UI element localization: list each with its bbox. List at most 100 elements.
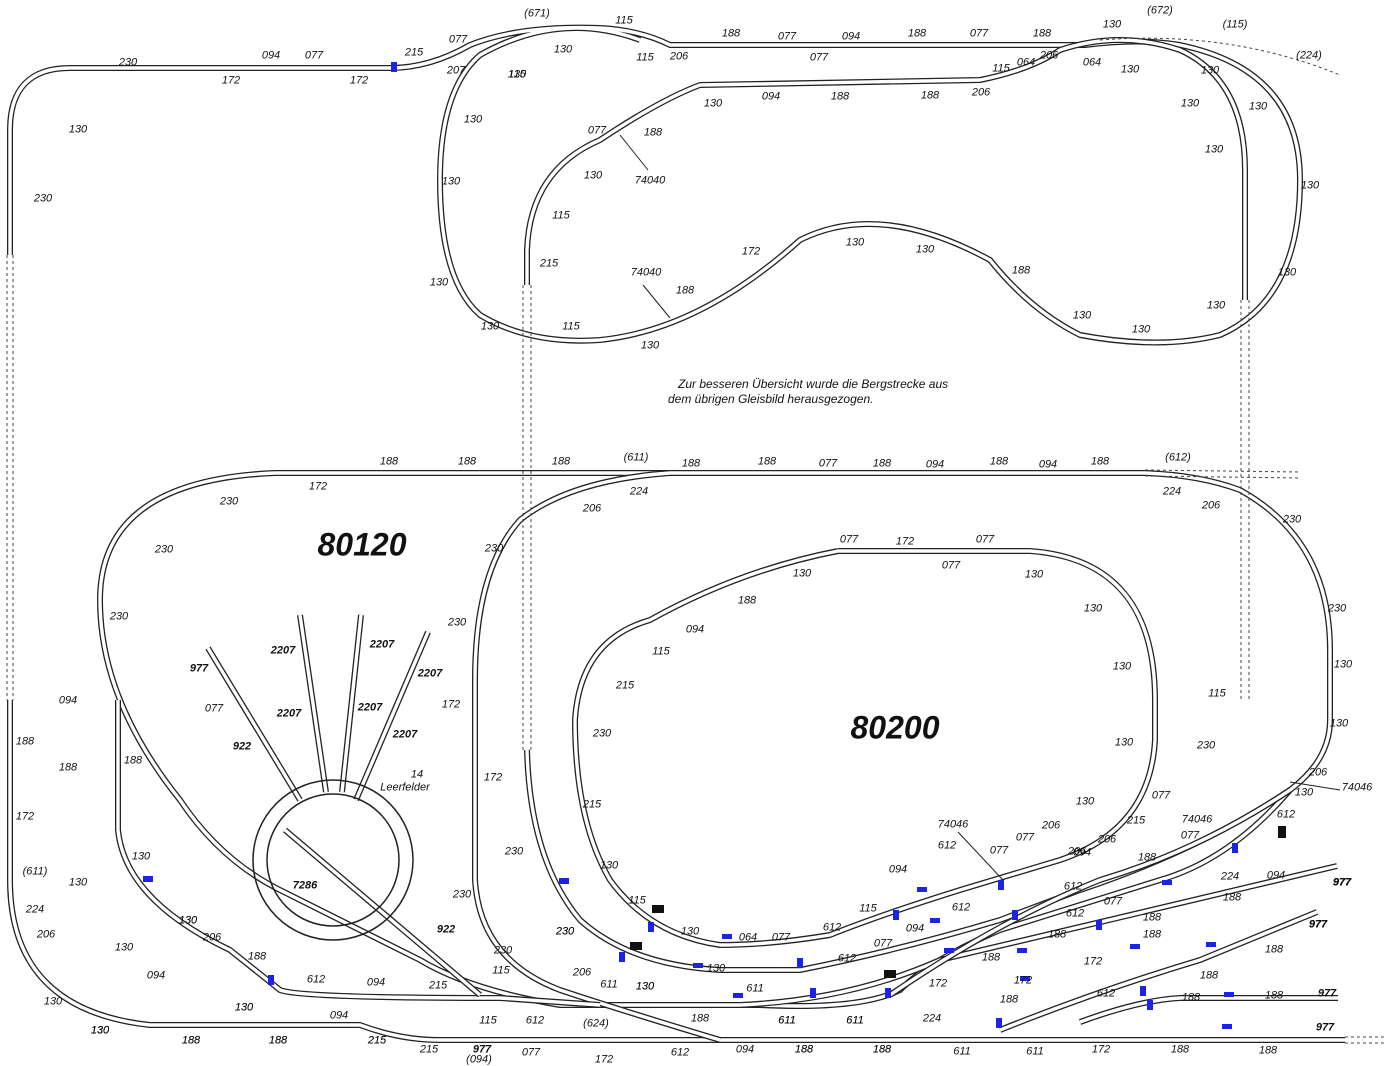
track-piece-label: 130 [703, 97, 723, 110]
track-piece-label: 188 [1032, 27, 1052, 40]
track-piece-label: 130 [1204, 143, 1224, 156]
track-piece-label: 612 [1063, 880, 1083, 893]
track-piece-label: 188 [643, 126, 663, 139]
track-piece-label: 224 [1162, 485, 1182, 498]
track-piece-label: 224 [922, 1012, 942, 1025]
track-piece-label: 130 [640, 339, 660, 352]
track-piece-label: 188 [1047, 928, 1067, 941]
track-piece-label: 230 [452, 888, 472, 901]
track-piece-label: 230 [504, 845, 524, 858]
track-piece-label: 2207 [357, 701, 383, 714]
track-piece-label: 094 [146, 969, 166, 982]
track-piece-label: 611 [746, 982, 764, 995]
track-piece-label: 612 [670, 1046, 690, 1059]
track-piece-label: 077 [204, 702, 224, 715]
track-rails [7, 24, 1345, 1043]
track-piece-label: 130 [90, 1024, 110, 1037]
track-piece-label: 230 [493, 944, 513, 957]
track-piece-label: 230 [447, 616, 467, 629]
track-piece-label: 130 [1206, 299, 1226, 312]
track-piece-label: 077 [1151, 789, 1171, 802]
track-piece-label: 130 [1112, 660, 1132, 673]
track-piece-label: 188 [907, 27, 927, 40]
track-piece-label: 612 [525, 1014, 545, 1027]
track-piece-label: 230 [1282, 513, 1302, 526]
track-piece-label: 172 [221, 74, 241, 87]
track-piece-label: 172 [308, 480, 328, 493]
track-piece-label: 188 [1264, 989, 1284, 1002]
track-piece-label: 612 [937, 839, 957, 852]
turntable-fields-label: Leerfelder [380, 781, 430, 794]
track-piece-label: 188 [690, 1012, 710, 1025]
info-note-line-1: Zur besseren Übersicht wurde die Bergstr… [678, 377, 949, 391]
track-piece-label: 215 [367, 1034, 387, 1047]
track-piece-label: 188 [1264, 943, 1284, 956]
track-piece-label: 612 [822, 921, 842, 934]
track-piece-label: 130 [441, 175, 461, 188]
track-piece-label: 206 [582, 502, 602, 515]
track-piece-label: 188 [737, 594, 757, 607]
track-piece-label: 172 [928, 977, 948, 990]
track-piece-label: 977 [1317, 987, 1337, 1000]
track-piece-label: 977 [189, 662, 209, 675]
track-piece-label: 2207 [392, 728, 418, 741]
track-piece-label: 206 [971, 86, 991, 99]
track-piece-label: 188 [794, 1043, 814, 1056]
track-piece-label: 172 [1091, 1043, 1111, 1056]
track-piece-label: 094 [905, 922, 925, 935]
track-piece-label: 215 [615, 679, 635, 692]
track-piece-label: 206 [1041, 819, 1061, 832]
track-piece-label: 094 [761, 90, 781, 103]
track-piece-label: 188 [830, 90, 850, 103]
track-piece-label: 077 [975, 533, 995, 546]
track-piece-label: 922 [232, 740, 252, 753]
track-piece-label: 130 [1114, 736, 1134, 749]
track-piece-label: 130 [90, 1024, 110, 1037]
track-piece-label: 094 [58, 694, 78, 707]
track-piece-label: 188 [247, 950, 267, 963]
track-piece-label: 115 [628, 894, 646, 907]
track-piece-label: 077 [448, 33, 468, 46]
track-piece-label: 188 [1090, 455, 1110, 468]
track-piece-label: 2207 [369, 638, 395, 651]
track-piece-label: 188 [1170, 1043, 1190, 1056]
track-piece-label: 094 [329, 1009, 349, 1022]
track-piece-label: 2207 [417, 667, 443, 680]
track-piece-label: 130 [68, 123, 88, 136]
track-piece-label: 215 [1126, 814, 1146, 827]
track-piece-label: 130 [1120, 63, 1140, 76]
track-piece-label: 077 [771, 931, 791, 944]
track-piece-label: 130 [635, 980, 655, 993]
leader-lines [619, 134, 1341, 881]
track-piece-label: 130 [1024, 568, 1044, 581]
track-piece-label: 172 [594, 1053, 614, 1066]
info-note: Zur besseren Übersicht wurde die Bergstr… [668, 377, 948, 407]
track-piece-label: (224) [1296, 49, 1322, 62]
track-piece-label: 2207 [270, 644, 296, 657]
uncouplers [630, 826, 1286, 978]
track-piece-label: 230 [109, 610, 129, 623]
track-piece-label: 115 [859, 902, 877, 915]
track-piece-label: 130 [1294, 786, 1314, 799]
track-piece-label: 206 [1308, 766, 1328, 779]
track-piece-label: 130 [706, 962, 726, 975]
track-piece-label: 215 [428, 979, 448, 992]
track-piece-label: 077 [777, 30, 797, 43]
track-piece-label: 230 [592, 727, 612, 740]
track-piece-label: 130 [915, 243, 935, 256]
track-piece-label: 188 [1142, 928, 1162, 941]
track-piece-label: 215 [539, 257, 559, 270]
track-piece-label: 188 [999, 993, 1019, 1006]
track-piece-label: 188 [15, 735, 35, 748]
track-piece-label: 206 [669, 50, 689, 63]
track-piece-label: 130 [553, 43, 573, 56]
track-piece-label: (094) [466, 1053, 492, 1066]
track-piece-label: 230 [484, 542, 504, 555]
track-piece-label: 215 [367, 1034, 387, 1047]
track-piece-label: 077 [587, 124, 607, 137]
track-piece-label: (612) [1165, 451, 1191, 464]
track-piece-label: 215 [404, 46, 424, 59]
track-piece-label: 188 [989, 455, 1009, 468]
track-piece-label: 077 [1103, 895, 1123, 908]
track-piece-label: 115 [562, 320, 580, 333]
